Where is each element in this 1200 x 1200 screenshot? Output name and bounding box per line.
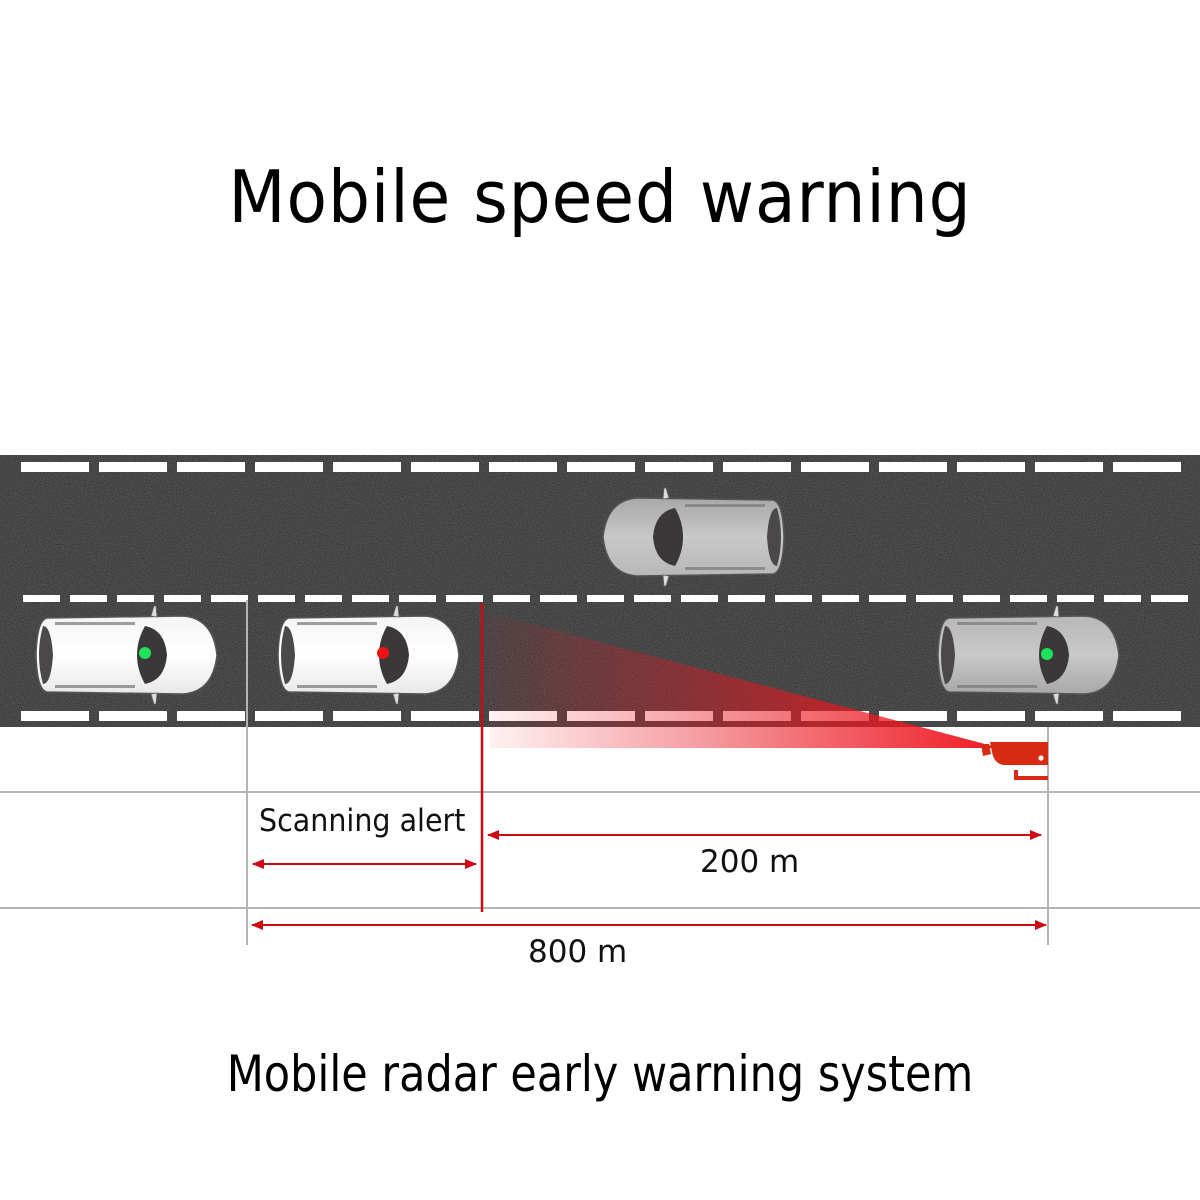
alert-range-label: 800 m	[528, 934, 628, 970]
status-dot-ok	[139, 647, 151, 659]
radar-beam	[486, 612, 1000, 748]
vehicle-car-3	[602, 487, 785, 587]
vehicle-car-1	[35, 605, 218, 705]
radar-range-label: 200 m	[700, 844, 800, 880]
status-dot-ok	[1041, 648, 1053, 660]
status-dot-alert	[377, 647, 389, 659]
page-title: Mobile speed warning	[228, 155, 972, 239]
vehicle-car-2	[277, 605, 460, 705]
caption: Mobile radar early warning system	[226, 1045, 974, 1103]
speed-camera-icon	[981, 742, 1048, 780]
vehicle-car-4	[937, 605, 1120, 705]
scanning-alert-label: Scanning alert	[259, 803, 466, 839]
lane-marking-middle	[23, 595, 1188, 602]
guide-lines	[0, 600, 1200, 945]
lane-marking-top	[21, 462, 1181, 472]
